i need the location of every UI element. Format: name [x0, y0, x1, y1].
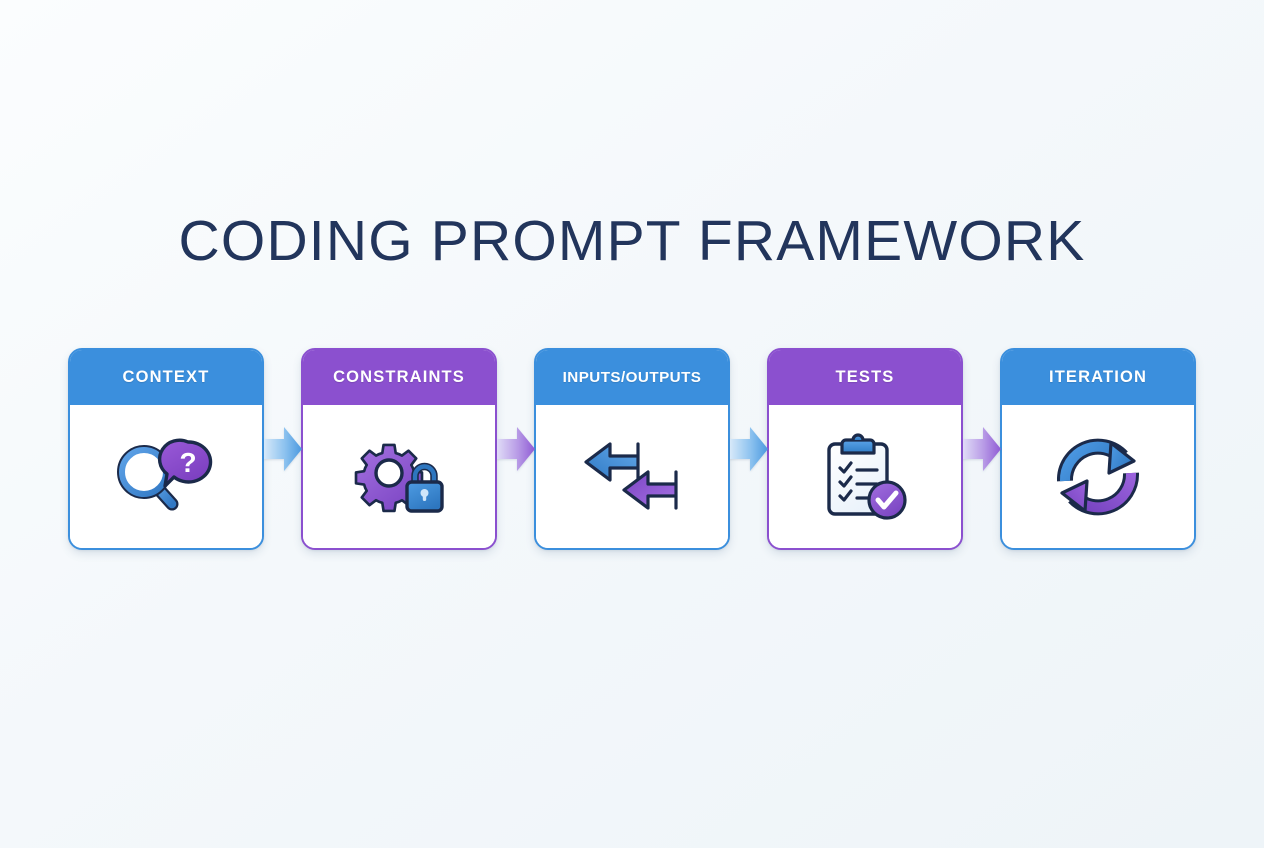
- arrow-context-to-constraints: [263, 421, 302, 477]
- arrow-constraints-to-inputs-outputs: [496, 421, 535, 477]
- step-header-tests: TESTS: [769, 350, 961, 405]
- svg-text:?: ?: [179, 447, 196, 478]
- step-header-iteration: ITERATION: [1002, 350, 1194, 405]
- step-card-constraints[interactable]: CONSTRAINTS: [301, 348, 497, 550]
- step-card-tests[interactable]: TESTS: [767, 348, 963, 550]
- step-icon-constraints: [303, 405, 495, 548]
- step-icon-inputs-outputs: [536, 405, 728, 548]
- step-header-constraints: CONSTRAINTS: [303, 350, 495, 405]
- magnifier-question-icon: ?: [117, 438, 213, 510]
- step-icon-tests: [769, 405, 961, 548]
- step-card-inputs-outputs[interactable]: INPUTS/OUTPUTS: [534, 348, 730, 550]
- step-header-inputs-outputs: INPUTS/OUTPUTS: [536, 350, 728, 405]
- gear-lock-icon: [354, 443, 444, 513]
- step-card-iteration[interactable]: ITERATION: [1000, 348, 1196, 550]
- exchange-arrows-icon: [584, 441, 678, 510]
- step-card-context[interactable]: CONTEXT: [68, 348, 264, 550]
- step-icon-context: ?: [70, 405, 262, 548]
- step-icon-iteration: [1002, 405, 1194, 548]
- arrow-tests-to-iteration: [962, 421, 1001, 477]
- arrow-inputs-outputs-to-tests: [729, 421, 768, 477]
- framework-flow: CONTEXT: [68, 348, 1196, 550]
- step-header-context: CONTEXT: [70, 350, 262, 405]
- refresh-cycle-icon: [1057, 438, 1139, 515]
- clipboard-check-icon: [827, 432, 907, 520]
- page-title: CODING PROMPT FRAMEWORK: [178, 209, 1086, 273]
